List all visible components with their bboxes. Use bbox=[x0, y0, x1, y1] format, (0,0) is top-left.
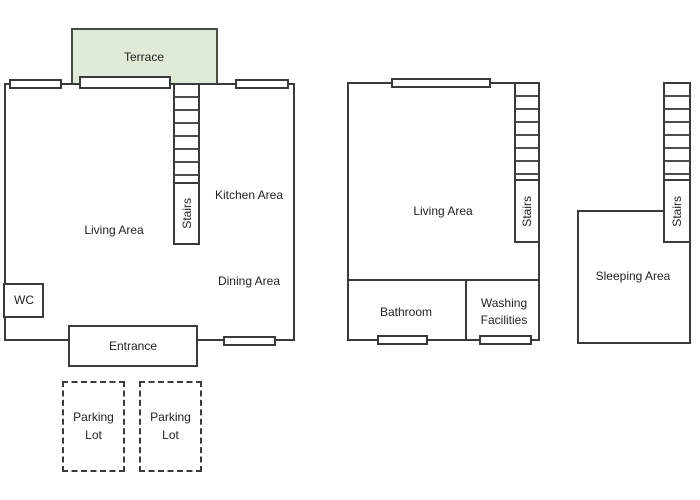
stair-treads bbox=[516, 84, 538, 181]
entrance-label: Entrance bbox=[108, 339, 158, 353]
stairs-label: Stairs bbox=[670, 195, 684, 227]
stairs-label-box: Stairs bbox=[663, 179, 691, 243]
parking-lot-2: Parking Lot bbox=[139, 381, 202, 472]
parking-lot-2-label: Parking Lot bbox=[150, 410, 191, 442]
wc-room bbox=[3, 283, 44, 318]
bathroom-label: Bathroom bbox=[379, 305, 433, 319]
stairs-label: Stairs bbox=[520, 195, 534, 227]
stairs-label-box: Stairs bbox=[514, 179, 540, 243]
parking-lot-1-label: Parking Lot bbox=[73, 410, 114, 442]
stair-treads bbox=[665, 84, 689, 181]
dining-area-label: Dining Area bbox=[217, 274, 281, 288]
window bbox=[235, 79, 289, 89]
kitchen-area-label: Kitchen Area bbox=[214, 188, 284, 202]
window bbox=[479, 335, 532, 345]
entrance-room bbox=[68, 325, 198, 367]
window bbox=[377, 335, 428, 345]
inner-wall bbox=[347, 279, 540, 281]
wc-label: WC bbox=[14, 293, 34, 307]
inner-wall bbox=[465, 279, 467, 341]
washing-facilities-label: Washing Facilities bbox=[480, 295, 528, 327]
window bbox=[391, 78, 491, 88]
ground-floor-outline bbox=[4, 83, 295, 341]
terrace-label: Terrace bbox=[123, 50, 165, 64]
staircase: Stairs bbox=[173, 83, 200, 245]
living-area-label: Living Area bbox=[84, 223, 144, 238]
staircase: Stairs bbox=[663, 82, 691, 243]
stair-treads bbox=[175, 85, 198, 183]
stairs-label-box: Stairs bbox=[173, 182, 200, 245]
parking-lot-1: Parking Lot bbox=[62, 381, 125, 472]
living-area-label: Living Area bbox=[413, 204, 473, 219]
window bbox=[223, 336, 276, 346]
stairs-label: Stairs bbox=[179, 198, 194, 229]
terrace-door bbox=[79, 76, 171, 89]
sleeping-area-outline bbox=[577, 210, 691, 344]
window bbox=[9, 79, 62, 89]
sleeping-area-label: Sleeping Area bbox=[595, 269, 671, 283]
staircase: Stairs bbox=[514, 82, 540, 243]
